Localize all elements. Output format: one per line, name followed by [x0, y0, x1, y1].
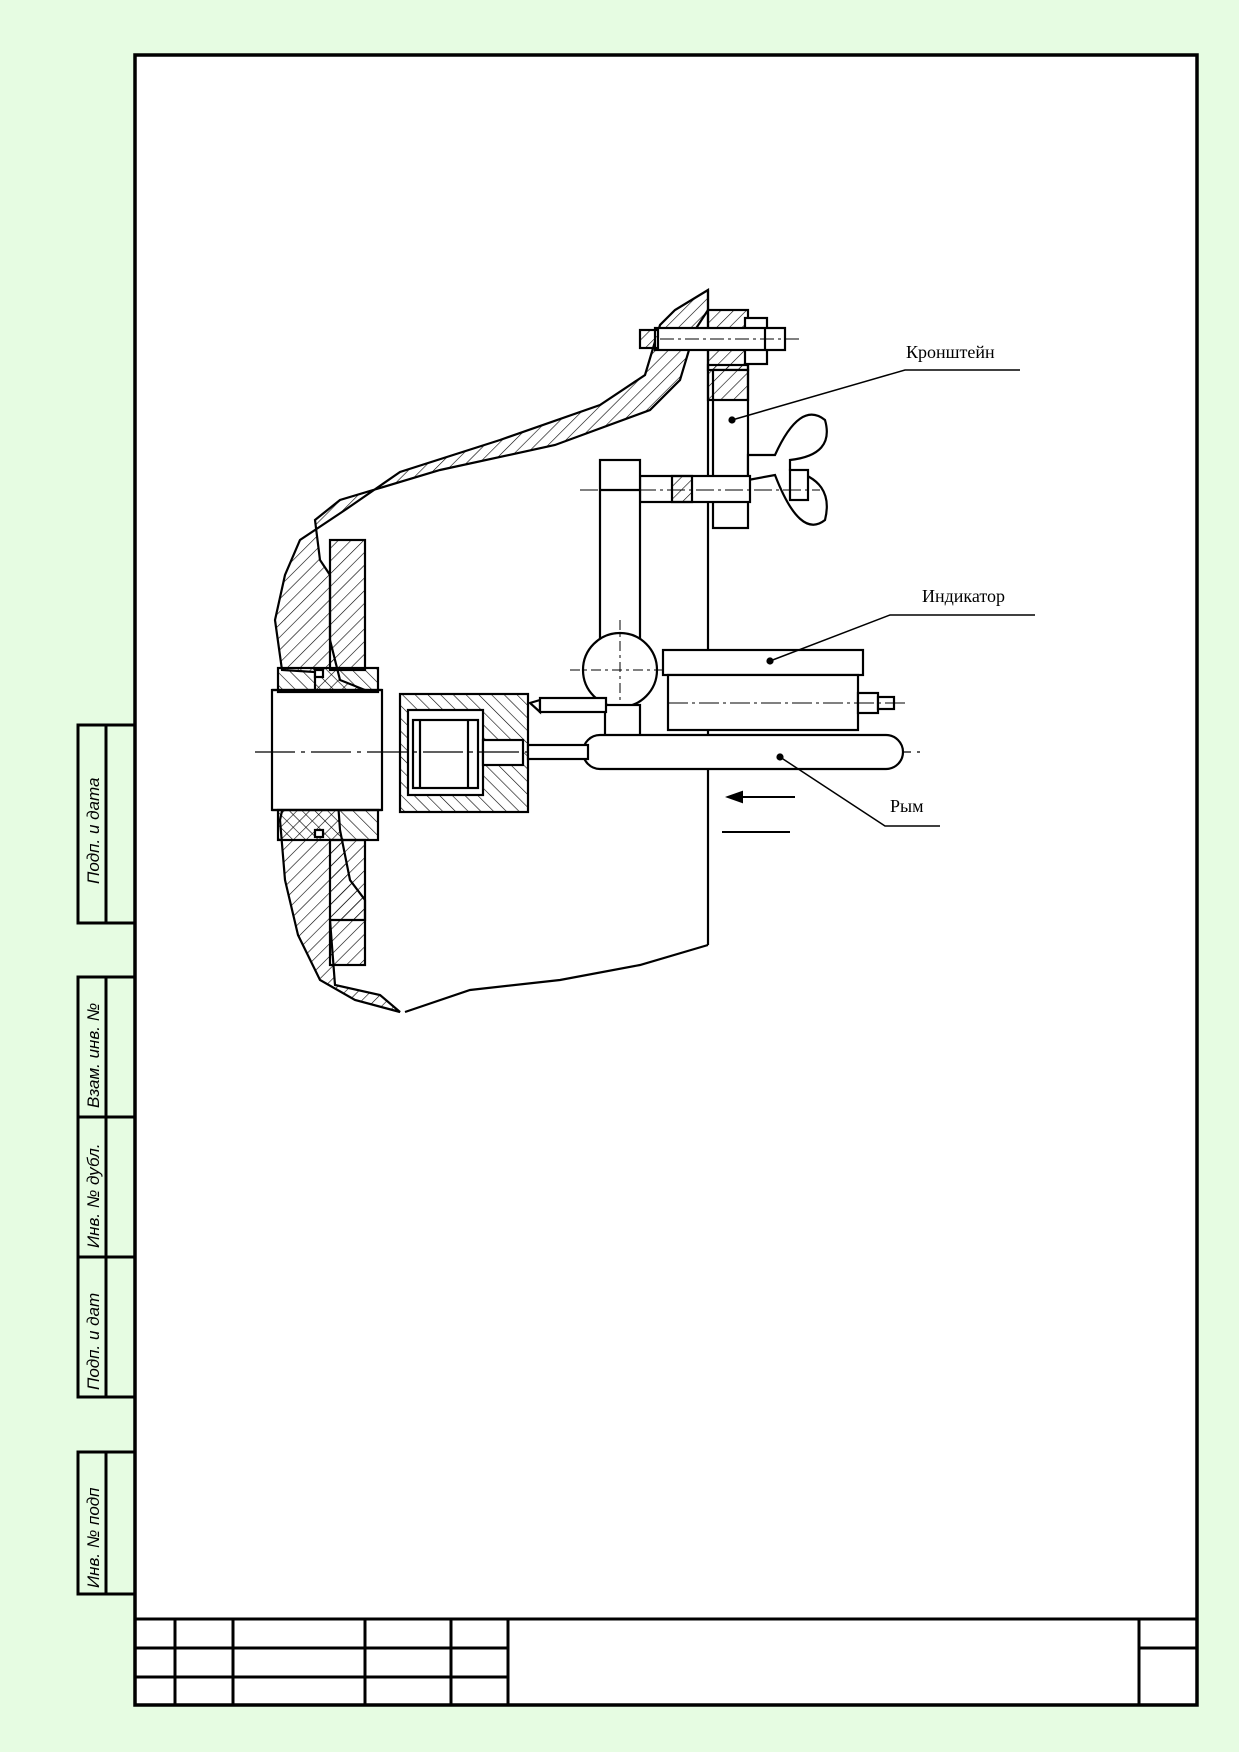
label-sign-date-mid: Подп. и дат — [84, 1293, 103, 1390]
indicator-leader — [769, 614, 1035, 662]
direction-arrows — [722, 790, 795, 833]
label-orig-inv: Инв. № подп — [84, 1487, 103, 1588]
flange-top — [276, 666, 380, 694]
label-dup-inv: Инв. № дубл. — [84, 1143, 103, 1248]
label-sign-date-top: Подп. и дата — [84, 778, 103, 884]
eye-bolt — [581, 733, 905, 771]
indicator-body — [661, 648, 865, 677]
side-stamp-labels: Подп. и дата Взам. инв. № Инв. № дубл. П… — [84, 778, 103, 1588]
eyebolt-leader — [779, 756, 940, 827]
title-block — [135, 1617, 1197, 1705]
label-replaced-inv: Взам. инв. № — [84, 1003, 103, 1108]
wing-nut — [746, 413, 828, 526]
bracket-leader — [731, 369, 1020, 421]
callout-eyebolt: Рым — [890, 796, 924, 816]
side-stamp — [76, 723, 137, 1596]
housing-section — [273, 288, 710, 1014]
assembly-drawing — [255, 288, 1035, 1014]
bore-inner — [270, 688, 384, 812]
callout-indicator: Индикатор — [922, 586, 1005, 606]
flange-bottom — [276, 808, 380, 842]
callout-bracket: Кронштейн — [906, 342, 995, 362]
